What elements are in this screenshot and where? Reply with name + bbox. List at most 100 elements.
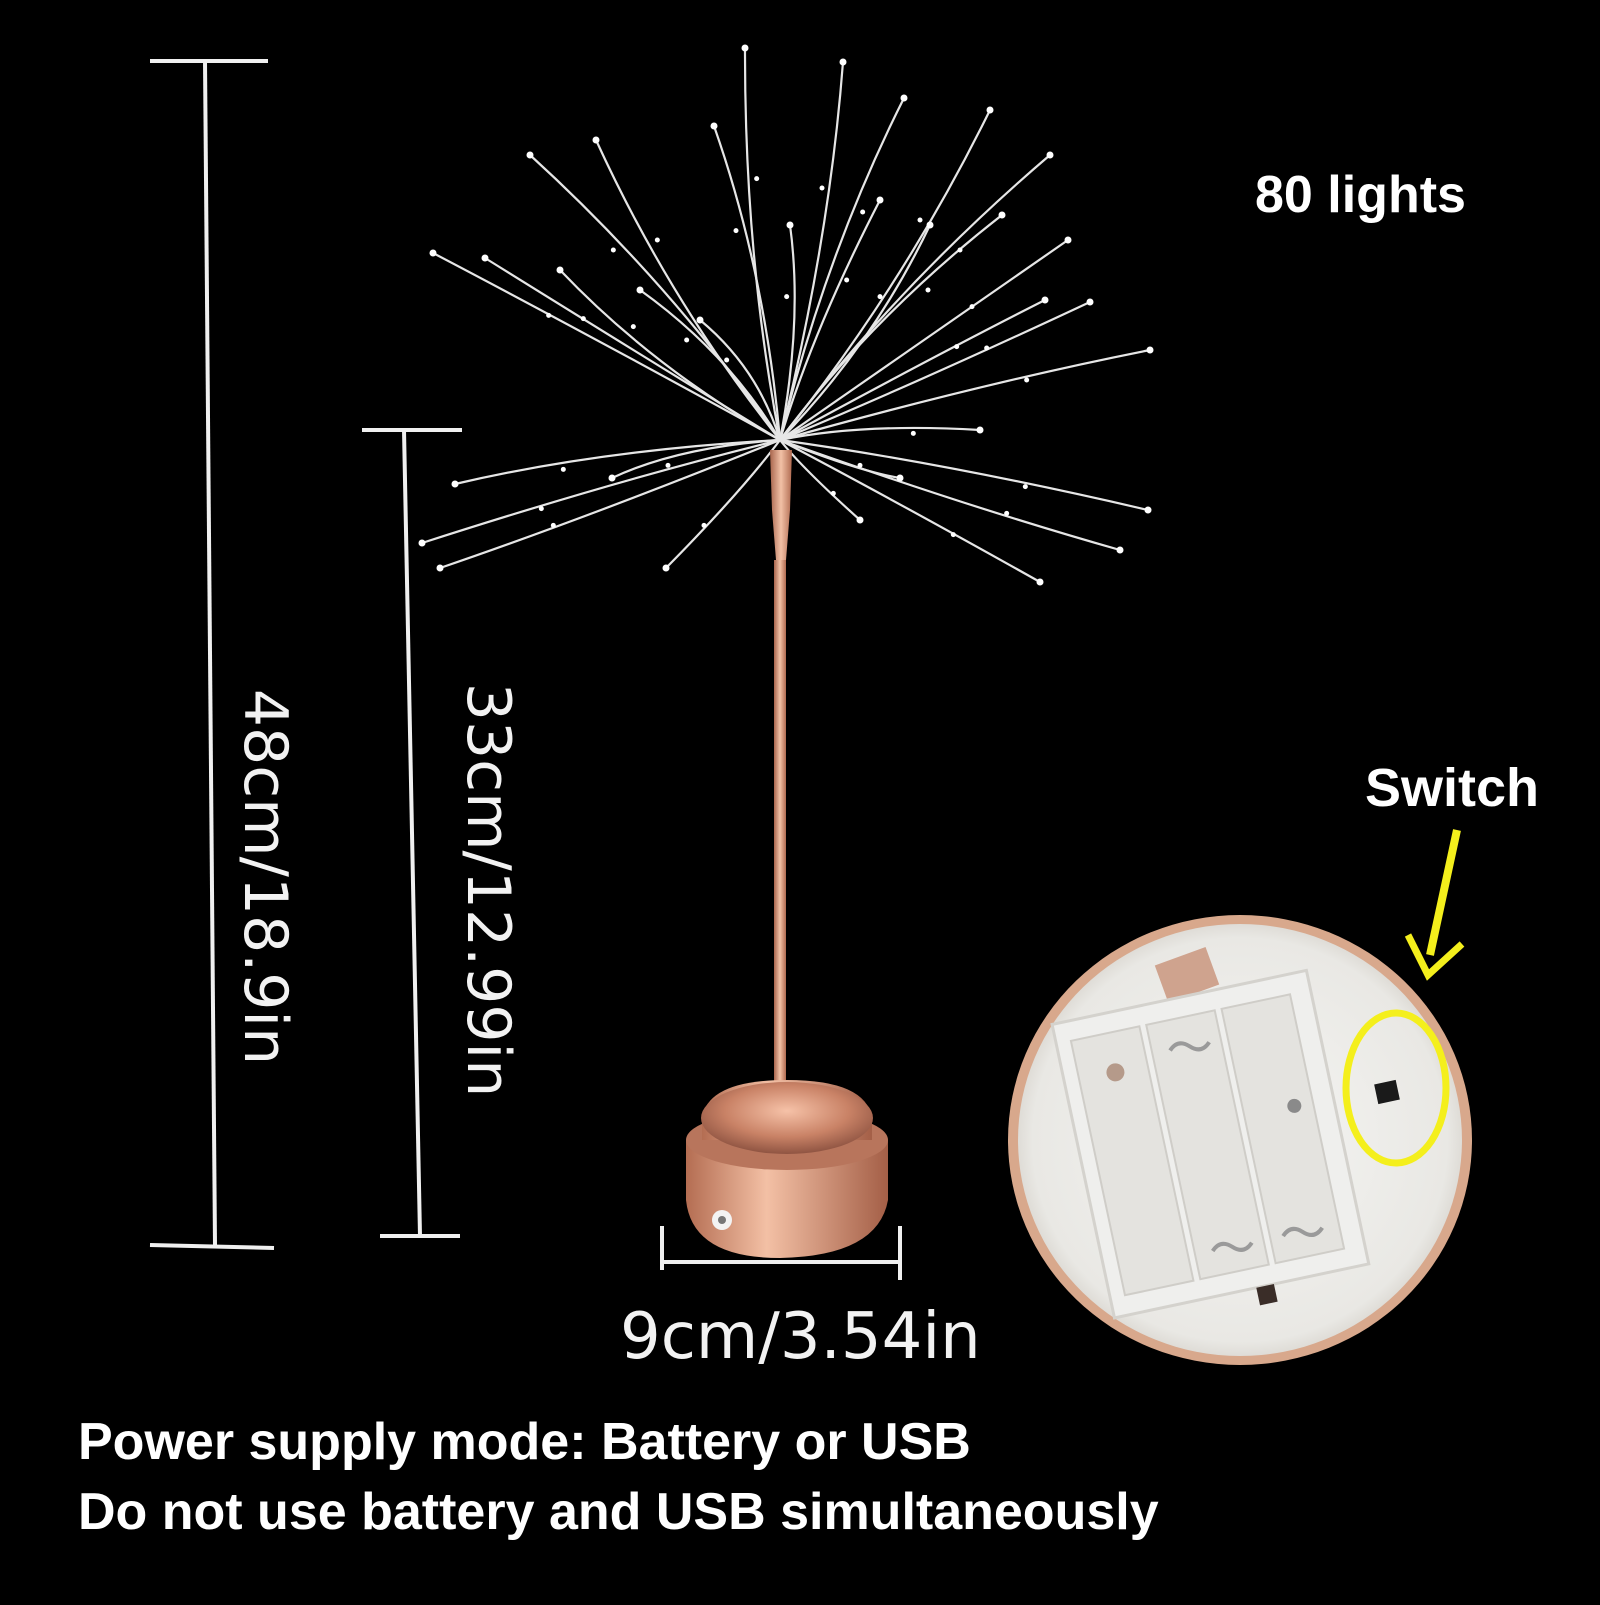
wire-strand [420,438,782,545]
wire-strand [778,438,1122,552]
light-bulbs [418,44,1154,586]
wire-strand [778,438,902,480]
wire-strand [438,438,782,570]
light-bulb [556,266,564,274]
light-bulb [608,474,616,482]
wire-strand [528,153,782,442]
light-bulb [701,522,707,528]
light-bulb [986,106,994,114]
light-bulb [1046,151,1054,159]
light-bulb [910,430,916,436]
light-bulb [1064,236,1072,244]
light-bulb [900,94,908,102]
wire-strand [778,348,1152,442]
wire-strand [778,238,1070,442]
light-bulb [839,58,847,66]
light-bulb [436,564,444,572]
light-bulb [1041,296,1049,304]
light-bulb [976,426,984,434]
dimension-lines [149,59,902,1280]
base-width-label: 9cm/3.54in [620,1300,981,1374]
light-bulb [418,539,426,547]
light-bulb [481,254,489,262]
light-bulb [1144,506,1152,514]
wire-strand [778,223,932,442]
light-bulb [856,516,864,524]
lamp-stem [770,450,792,1105]
light-bulb [560,466,566,472]
light-bulb [1116,546,1124,554]
firework-wires [420,46,1152,584]
wire-strand [453,438,782,486]
light-bulb [876,196,884,204]
light-bulb [877,294,883,300]
light-bulb [786,221,794,229]
wire-strand [778,438,1150,512]
wire-strand [594,138,782,442]
light-bulb [526,151,534,159]
light-bulb [696,316,704,324]
light-bulb [665,462,671,468]
light-bulb [580,316,586,322]
light-bulb [896,474,904,482]
light-bulb [1004,510,1010,516]
light-bulb [926,221,934,229]
light-bulb [998,211,1006,219]
lights-count-label: 80 lights [1255,166,1466,224]
light-bulb [1146,346,1154,354]
wire-strand [743,46,782,442]
light-bulb [610,247,616,253]
light-bulb [860,209,866,215]
wire-strand [638,288,782,442]
wire-strand [778,96,906,442]
light-bulb [684,337,690,343]
light-bulb [733,228,739,234]
light-bulb [429,249,437,257]
light-bulb [662,564,670,572]
light-bulb [451,480,459,488]
light-bulb [1036,578,1044,586]
light-bulb [724,357,730,363]
light-bulb [1086,298,1094,306]
total-height-label: 48cm/18.9in [230,688,300,1066]
wire-strand [778,108,992,442]
light-bulb [630,324,636,330]
light-bulb [984,345,990,351]
light-bulb [592,136,600,144]
light-bulb [754,176,760,182]
wire-strand [778,438,862,522]
light-bulb [546,312,552,318]
light-bulb [741,44,749,52]
light-bulb [969,304,975,310]
wire-strand [778,298,1047,442]
wire-strand [778,213,1004,442]
wire-strand [698,318,782,442]
light-bulb [636,286,644,294]
light-bulb [550,522,556,528]
light-bulb [710,122,718,130]
wire-strand [778,426,982,442]
wire-strand [778,438,1042,584]
light-bulb [784,294,790,300]
power-mode-note: Power supply mode: Battery or USB [78,1413,971,1471]
light-bulb [857,462,863,468]
light-bulb [957,247,963,253]
switch-label: Switch [1365,758,1540,818]
light-bulb [819,185,825,191]
light-bulb [830,490,836,496]
wire-strand [558,268,782,442]
wire-strand [778,198,882,442]
light-bulb [654,237,660,243]
light-bulb [950,532,956,538]
light-bulb [1022,484,1028,490]
wire-strand [431,251,782,442]
usage-warning-note: Do not use battery and USB simultaneousl… [78,1483,1159,1541]
light-bulb [1024,377,1030,383]
light-bulb [954,344,960,350]
wire-strand [610,438,782,480]
battery-compartment [1008,829,1472,1365]
wire-strand [664,438,782,570]
light-bulb [538,506,544,512]
